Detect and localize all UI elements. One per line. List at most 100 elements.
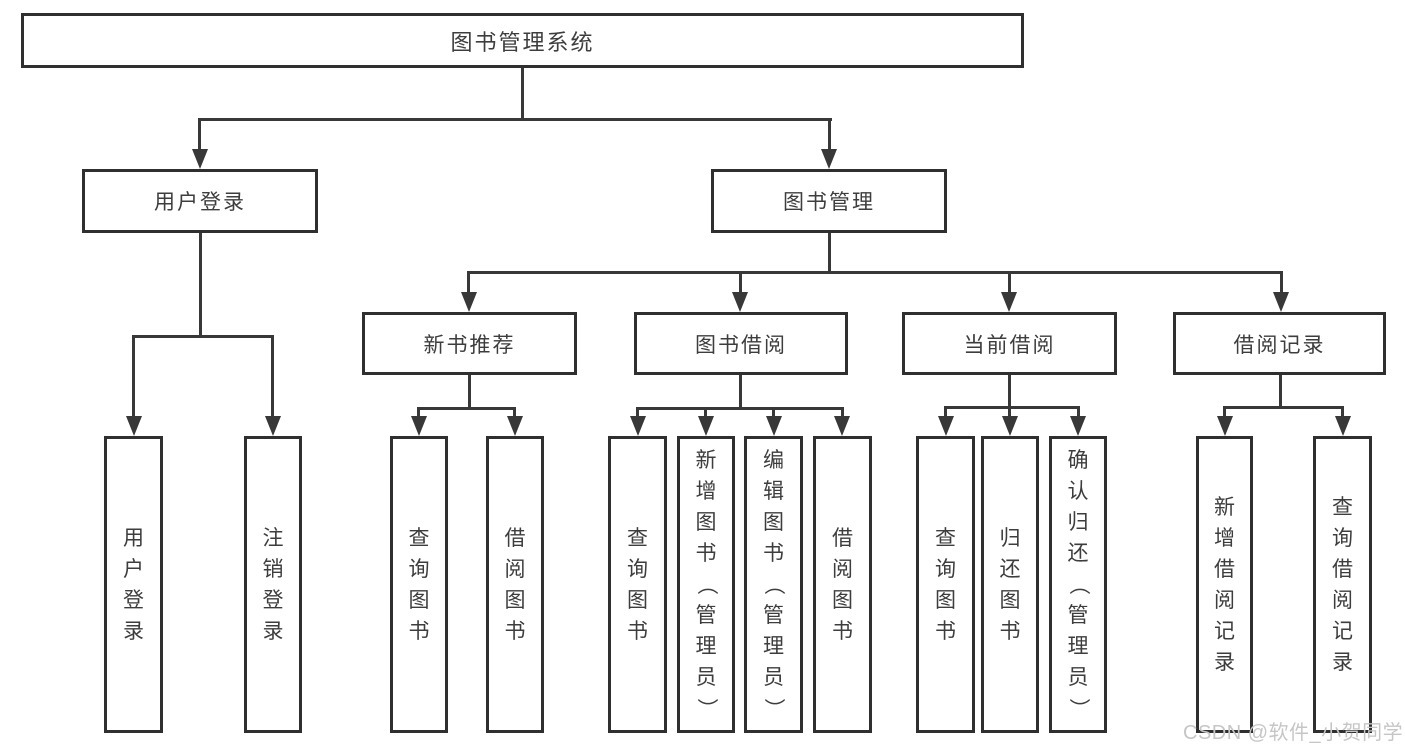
leaf-label-char: 户 bbox=[123, 557, 144, 581]
leaf-label-char: 书 bbox=[408, 619, 430, 643]
arrow-down-icon bbox=[1335, 416, 1351, 436]
connector-line bbox=[636, 407, 639, 422]
leaf-label-char: 图 bbox=[627, 588, 648, 612]
connector-line bbox=[636, 407, 844, 410]
leaf-label-char: 录 bbox=[1214, 650, 1235, 674]
connector-line bbox=[739, 375, 742, 410]
leaf-label-char: 书 bbox=[695, 542, 717, 565]
connector-line bbox=[467, 271, 1283, 274]
connector-line bbox=[1223, 406, 1343, 409]
leaf-label-char: 查 bbox=[627, 526, 648, 550]
leaf-label-char: 书 bbox=[999, 619, 1021, 643]
leaf-edit-books-admin: 编辑图书（管理员） bbox=[744, 436, 803, 733]
arrow-down-icon bbox=[1273, 292, 1289, 312]
leaf-label-char: 辑 bbox=[763, 480, 784, 503]
leaf-label-char: 增 bbox=[695, 480, 717, 503]
leaf-label-char: （ bbox=[694, 574, 718, 595]
leaf-label-char: 归 bbox=[1067, 511, 1089, 534]
watermark: CSDN @软件_小贺同学 bbox=[1183, 722, 1404, 744]
leaf-label-char: ） bbox=[762, 698, 785, 719]
leaf-user-login: 用户登录 bbox=[104, 436, 163, 733]
leaf-label-char: 注 bbox=[262, 526, 284, 550]
connector-line bbox=[944, 406, 1080, 409]
leaf-label-char: 登 bbox=[123, 588, 144, 612]
arrow-down-icon bbox=[192, 149, 208, 169]
connector-line bbox=[1341, 406, 1344, 422]
connector-line bbox=[467, 271, 470, 297]
leaf-label-char: 员 bbox=[695, 666, 717, 689]
arrow-down-icon bbox=[698, 416, 714, 436]
connector-line bbox=[417, 407, 516, 410]
leaf-label-char: 理 bbox=[695, 635, 717, 658]
arrow-down-icon bbox=[766, 416, 782, 436]
node-book-management: 图书管理 bbox=[711, 169, 947, 233]
leaf-label-char: 查 bbox=[935, 526, 956, 550]
connector-line bbox=[704, 407, 707, 422]
leaf-label-char: 理 bbox=[1067, 635, 1089, 658]
arrow-down-icon bbox=[630, 416, 646, 436]
leaf-label-char: 管 bbox=[695, 604, 717, 627]
leaf-borrow-books-recommend: 借阅图书 bbox=[486, 436, 544, 733]
leaf-label-char: 借 bbox=[504, 526, 526, 550]
node-label: 图书借阅 bbox=[695, 333, 787, 357]
connector-line bbox=[1008, 271, 1011, 297]
leaf-label-char: 新 bbox=[1214, 495, 1235, 519]
connector-line bbox=[1077, 406, 1080, 422]
leaf-label-char: 新 bbox=[695, 449, 717, 472]
leaf-label-char: 书 bbox=[627, 619, 648, 643]
leaf-label-char: 图 bbox=[408, 588, 430, 612]
leaf-label-char: 录 bbox=[1332, 650, 1353, 674]
leaf-label-char: 员 bbox=[1067, 666, 1089, 689]
node-label: 图书管理 bbox=[783, 191, 875, 214]
leaf-label-char: 借 bbox=[1214, 557, 1235, 581]
node-user-login: 用户登录 bbox=[82, 169, 318, 233]
arrow-down-icon bbox=[507, 416, 523, 436]
leaf-logout-login: 注销登录 bbox=[244, 436, 302, 733]
node-borrowing-records: 借阅记录 bbox=[1173, 312, 1386, 375]
leaf-label-char: 阅 bbox=[1214, 588, 1235, 612]
connector-line bbox=[199, 233, 202, 338]
connector-line bbox=[841, 407, 844, 422]
leaf-label-char: 图 bbox=[763, 511, 784, 534]
leaf-label-char: 员 bbox=[763, 666, 784, 689]
node-label: 当前借阅 bbox=[963, 333, 1056, 357]
connector-line bbox=[1280, 271, 1283, 297]
leaf-return-books: 归还图书 bbox=[981, 436, 1039, 733]
leaf-add-books-admin: 新增图书（管理员） bbox=[677, 436, 735, 733]
connector-line bbox=[828, 118, 831, 154]
leaf-label-char: 确 bbox=[1067, 449, 1089, 472]
leaf-label-char: ） bbox=[1066, 698, 1090, 719]
leaf-label-char: 图 bbox=[935, 588, 956, 612]
leaf-label-char: 销 bbox=[262, 557, 284, 581]
connector-line bbox=[739, 271, 742, 297]
node-label: 图书管理系统 bbox=[450, 29, 595, 55]
arrow-down-icon bbox=[732, 292, 748, 312]
arrow-down-icon bbox=[1217, 416, 1233, 436]
leaf-label-char: 书 bbox=[504, 619, 526, 643]
arrow-down-icon bbox=[265, 416, 281, 436]
connector-line bbox=[944, 406, 947, 422]
leaf-label-char: 借 bbox=[832, 526, 853, 550]
leaf-label-char: 询 bbox=[1332, 526, 1353, 550]
leaf-label-char: 还 bbox=[999, 557, 1021, 581]
leaf-label-char: 管 bbox=[1067, 604, 1089, 627]
leaf-label-char: 图 bbox=[504, 588, 526, 612]
connector-line bbox=[132, 335, 135, 422]
leaf-label-char: 认 bbox=[1067, 480, 1089, 503]
node-label: 新书推荐 bbox=[423, 333, 516, 357]
connector-line bbox=[271, 335, 274, 422]
leaf-label-char: 书 bbox=[763, 542, 784, 565]
connector-line bbox=[132, 335, 274, 338]
leaf-label-char: 用 bbox=[123, 526, 144, 550]
leaf-label-char: 登 bbox=[262, 588, 284, 612]
arrow-down-icon bbox=[461, 292, 477, 312]
node-label: 借阅记录 bbox=[1233, 333, 1326, 357]
arrow-down-icon bbox=[834, 416, 850, 436]
leaf-label-char: 查 bbox=[408, 526, 430, 550]
connector-line bbox=[1008, 375, 1011, 409]
leaf-label-char: 编 bbox=[763, 449, 784, 472]
leaf-label-char: 录 bbox=[123, 619, 144, 643]
connector-line bbox=[417, 407, 420, 422]
connector-line bbox=[772, 407, 775, 422]
